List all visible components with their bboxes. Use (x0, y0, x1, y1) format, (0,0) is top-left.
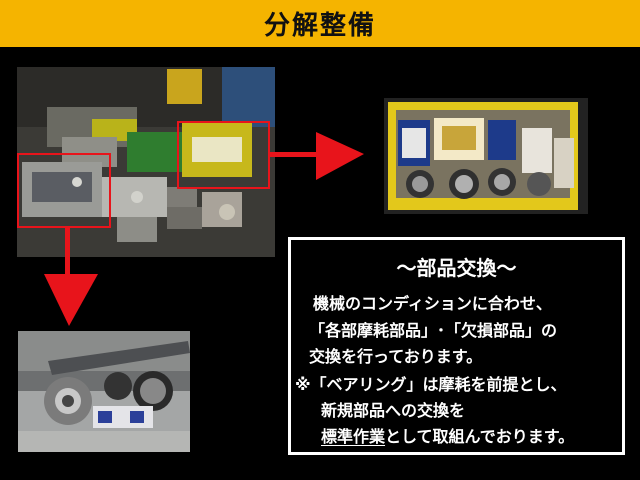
highlight-box-left (17, 153, 111, 228)
underlined-text-work: 作業 (353, 427, 386, 446)
workshop-photo (17, 67, 275, 257)
info-line-6-rest: として取組んでおります。 (385, 427, 575, 446)
info-line-1: 機械のコンディションに合わせ、 (313, 294, 552, 313)
info-line-5: 新規部品への交換を (321, 401, 466, 420)
info-line-6: 標準作業として取組んでおります。 (321, 423, 574, 447)
title-banner: 分解整備 (0, 0, 640, 47)
bearing-bin-photo (384, 98, 588, 214)
info-line-2: 「各部摩耗部品」･「欠損部品」の (309, 321, 558, 340)
info-line-4: ※「ベアリング」は摩耗を前提とし、 (295, 375, 567, 394)
arrow-down-icon (38, 226, 102, 328)
parts-photo (18, 331, 190, 452)
page-title: 分解整備 (263, 11, 376, 41)
parts-replacement-info: ～部品交換～ 機械のコンディションに合わせ、 「各部摩耗部品」･「欠損部品」の … (288, 237, 625, 455)
underlined-text-standard: 標準 (321, 427, 354, 446)
info-heading: ～部品交換～ (396, 256, 517, 280)
arrow-right-icon (270, 128, 366, 188)
highlight-box-right (177, 121, 270, 189)
info-line-3: 交換を行っております。 (309, 347, 483, 366)
